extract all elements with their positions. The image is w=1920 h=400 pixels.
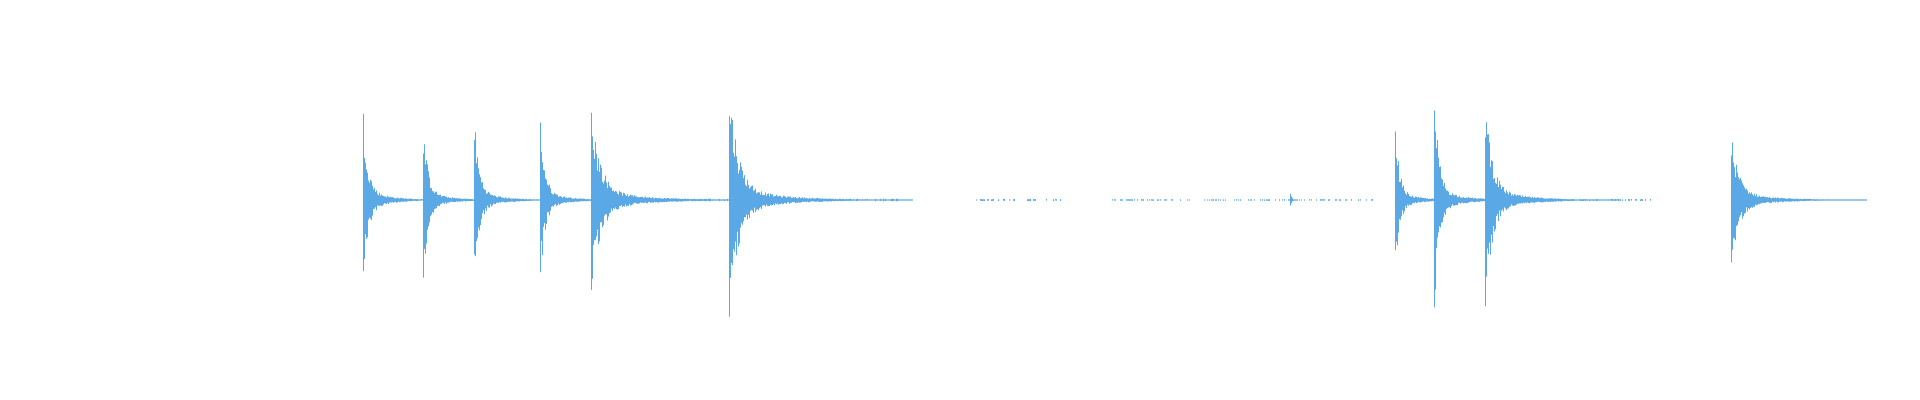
waveform-trace [363,110,1867,317]
waveform-path [363,110,1867,317]
